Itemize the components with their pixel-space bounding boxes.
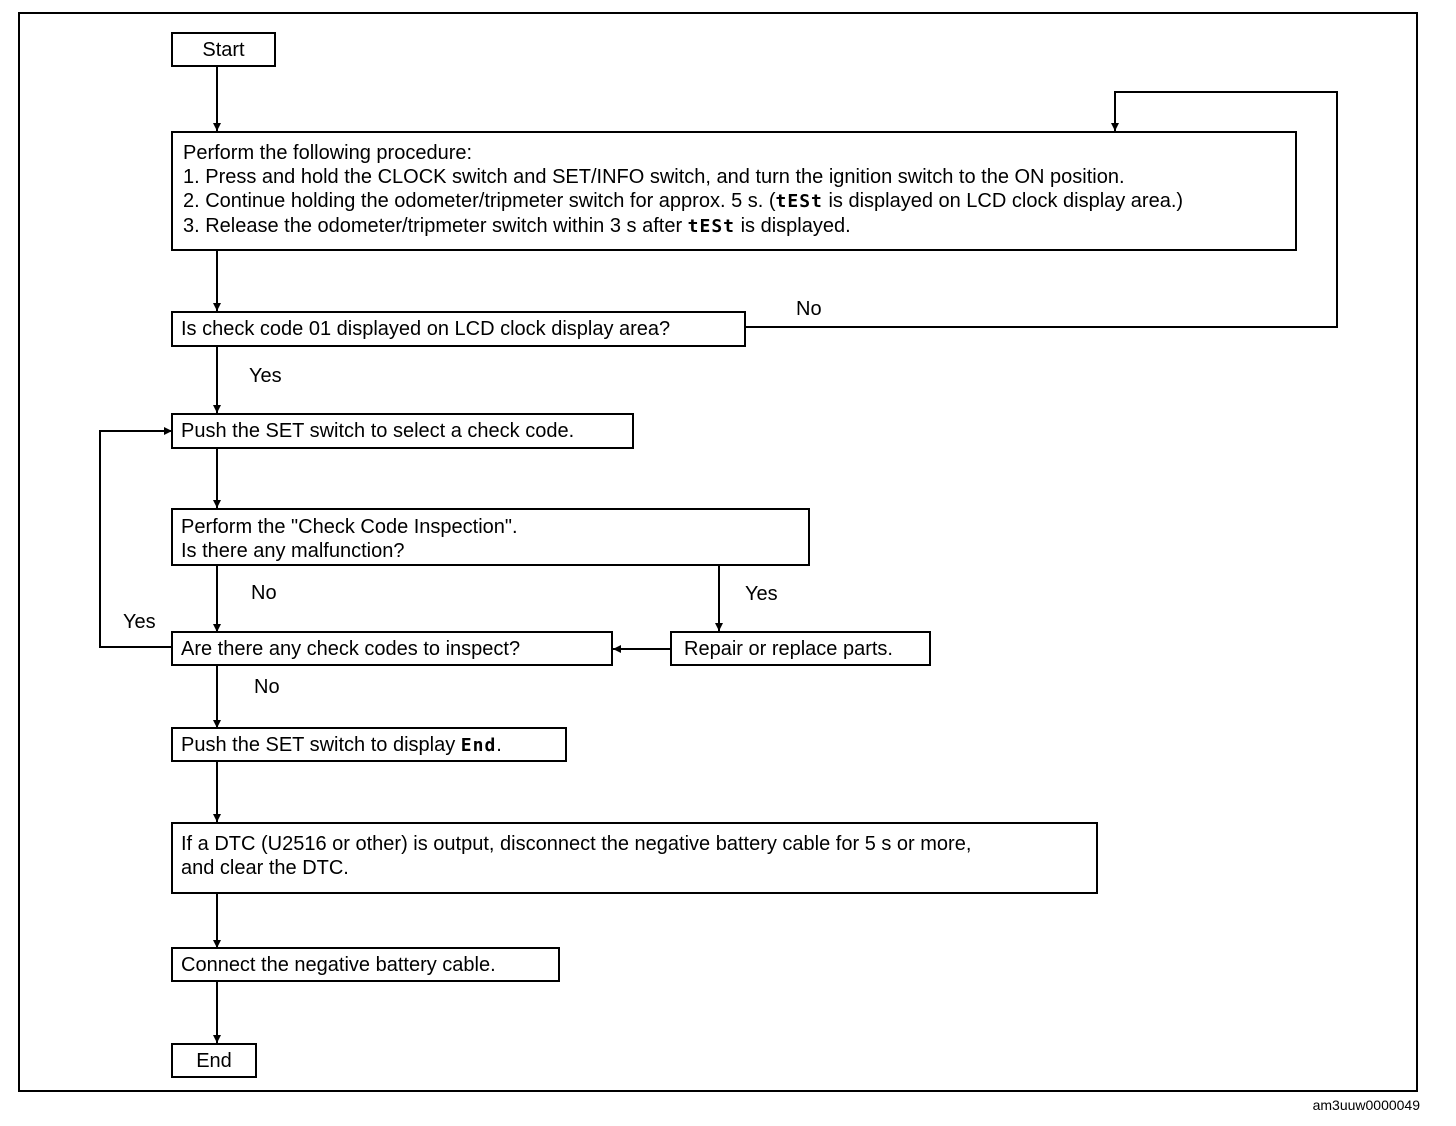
procedure-item-2-text-b: is displayed on LCD clock display area.) <box>822 190 1184 212</box>
label-yes-check-code: Yes <box>249 365 282 387</box>
start-node: Start <box>171 32 276 67</box>
dtc-clear-line-2: and clear the DTC. <box>181 857 349 879</box>
label-no-more-codes: No <box>254 676 280 698</box>
inspection-decision: Perform the "Check Code Inspection". Is … <box>171 508 810 566</box>
repair-text: Repair or replace parts. <box>684 638 893 660</box>
label-yes-more-codes: Yes <box>123 611 156 633</box>
push-set-end-suffix: . <box>496 734 502 756</box>
lcd-test-glyph: tESt <box>687 216 736 237</box>
arrow-no-loop-to-procedure <box>745 91 1338 328</box>
dtc-clear-line-1: If a DTC (U2516 or other) is output, dis… <box>181 833 972 855</box>
check-code-01-decision: Is check code 01 displayed on LCD clock … <box>171 311 746 347</box>
procedure-title: Perform the following procedure: <box>183 142 473 164</box>
more-codes-decision: Are there any check codes to inspect? <box>171 631 613 666</box>
inspection-line-1: Perform the "Check Code Inspection". <box>181 516 518 538</box>
connect-battery-box: Connect the negative battery cable. <box>171 947 560 982</box>
push-set-select-text: Push the SET switch to select a check co… <box>181 420 575 442</box>
push-set-end-text: Push the SET switch to display <box>181 734 461 756</box>
lcd-end-glyph: End <box>460 735 497 756</box>
procedure-box: Perform the following procedure: 1. Pres… <box>171 131 1297 251</box>
label-no-check-code: No <box>796 298 822 320</box>
check-code-01-text: Is check code 01 displayed on LCD clock … <box>181 318 671 340</box>
procedure-item-3: 3. Release the odometer/tripmeter switch… <box>183 214 1285 239</box>
figure-id: am3uuw0000049 <box>1312 1097 1420 1113</box>
label-no-malfunction: No <box>251 582 277 604</box>
procedure-item-2: 2. Continue holding the odometer/tripmet… <box>183 189 1285 214</box>
more-codes-text: Are there any check codes to inspect? <box>181 638 521 660</box>
procedure-item-3-text-b: is displayed. <box>735 215 851 237</box>
start-label: Start <box>202 39 245 61</box>
inspection-line-2: Is there any malfunction? <box>181 540 405 562</box>
push-set-select-box: Push the SET switch to select a check co… <box>171 413 634 449</box>
procedure-item-2-text-a: 2. Continue holding the odometer/tripmet… <box>183 190 776 212</box>
repair-box: Repair or replace parts. <box>670 631 931 666</box>
label-yes-malfunction: Yes <box>745 583 778 605</box>
lcd-test-glyph: tESt <box>775 191 823 212</box>
connect-battery-text: Connect the negative battery cable. <box>181 954 496 976</box>
end-label: End <box>196 1050 232 1072</box>
push-set-end-box: Push the SET switch to display End. <box>171 727 567 762</box>
arrow-yes-loop-to-push-set <box>99 427 172 648</box>
procedure-item-3-text-a: 3. Release the odometer/tripmeter switch… <box>183 215 688 237</box>
dtc-clear-box: If a DTC (U2516 or other) is output, dis… <box>171 822 1098 894</box>
end-node: End <box>171 1043 257 1078</box>
flowchart-frame <box>18 12 1418 1092</box>
procedure-item-1: 1. Press and hold the CLOCK switch and S… <box>183 166 1125 188</box>
